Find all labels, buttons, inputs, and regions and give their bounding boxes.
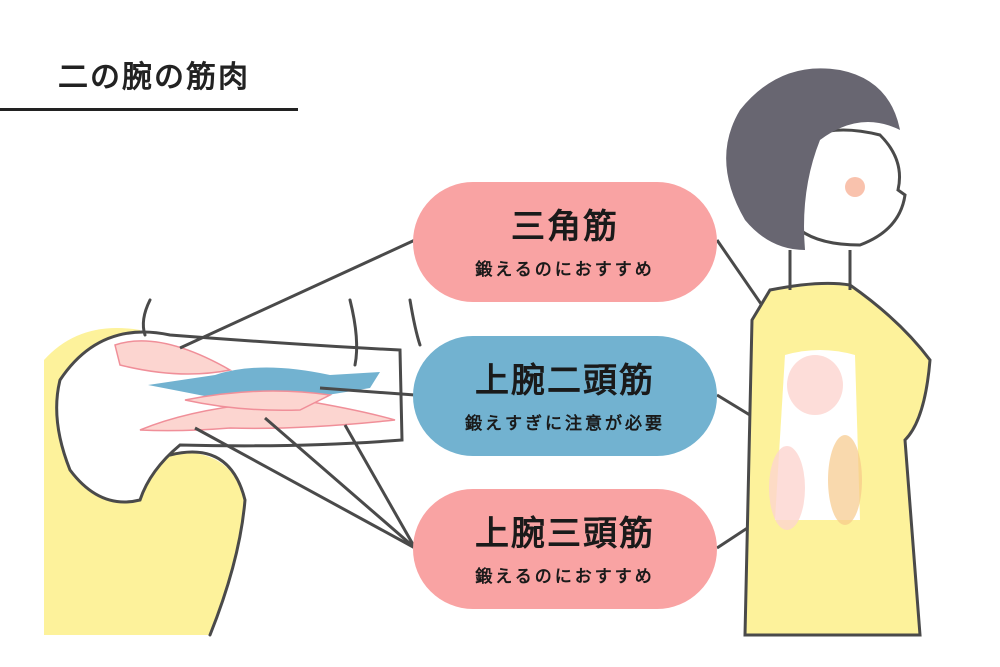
woman-illustration — [726, 68, 932, 637]
label-note: 鍛えるのにおすすめ — [475, 566, 655, 587]
label-triceps: 上腕三頭筋 鍛えるのにおすすめ — [413, 489, 717, 609]
label-biceps: 上腕二頭筋 鍛えすぎに注意が必要 — [413, 336, 717, 456]
arm-illustration — [44, 298, 422, 637]
title-underline — [0, 108, 298, 111]
muscles — [114, 340, 396, 432]
label-note: 鍛えすぎに注意が必要 — [465, 413, 665, 434]
page-title: 二の腕の筋肉 — [58, 60, 250, 95]
label-name: 三角筋 — [511, 206, 619, 247]
label-note: 鍛えるのにおすすめ — [475, 259, 655, 280]
label-name: 上腕三頭筋 — [475, 513, 655, 554]
label-name: 上腕二頭筋 — [475, 360, 655, 401]
label-deltoid: 三角筋 鍛えるのにおすすめ — [413, 182, 717, 302]
